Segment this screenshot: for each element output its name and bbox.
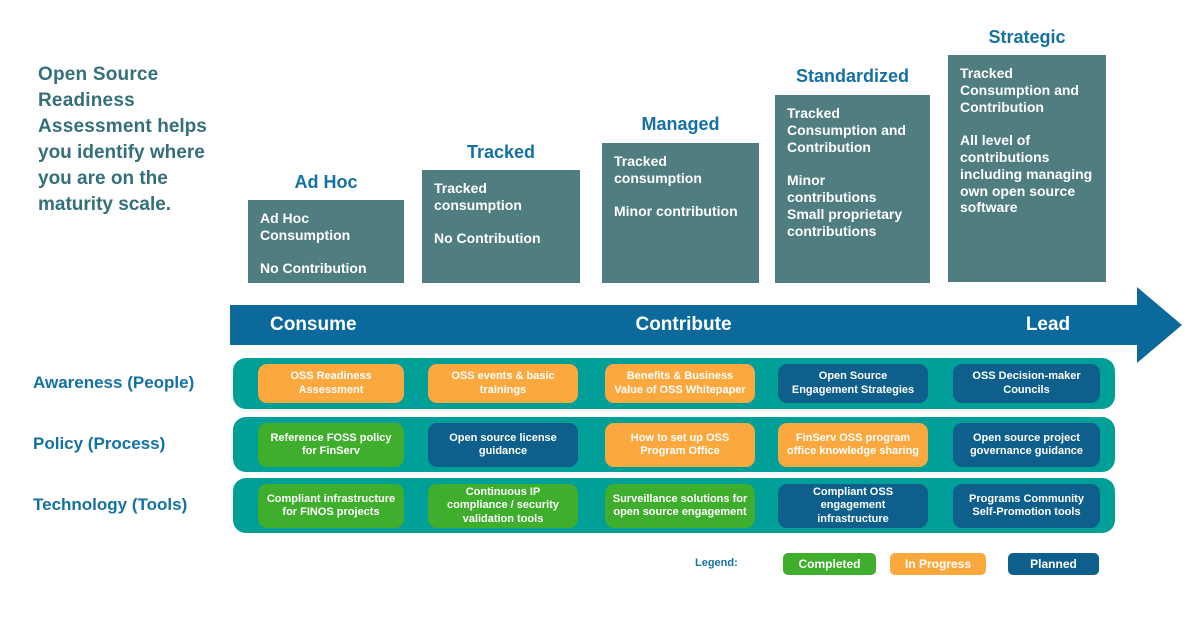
axis-label-lead: Lead xyxy=(1025,314,1071,335)
row-technology: Compliant infrastructure for FINOS proje… xyxy=(233,478,1115,533)
axis-arrowhead-icon xyxy=(1137,287,1182,363)
column-box-standardized: Tracked Consumption and Contribution Min… xyxy=(775,95,930,283)
pill-oss-events-trainings: OSS events & basic trainings xyxy=(428,364,578,403)
legend-in-progress: In Progress xyxy=(890,553,986,575)
axis-label-consume: Consume xyxy=(270,314,357,335)
column-box-managed: Tracked consumption Minor contribution xyxy=(602,143,759,283)
column-header-tracked: Tracked xyxy=(466,142,536,162)
intro-subtitle: helps you identify where you are on the … xyxy=(38,116,207,215)
pill-oss-readiness-assessment: OSS Readiness Assessment xyxy=(258,364,404,403)
pill-license-guidance: Open source license guidance xyxy=(428,423,578,467)
row-label-policy: Policy (Process) xyxy=(33,434,166,453)
row-label-awareness: Awareness (People) xyxy=(33,373,195,392)
legend-planned: Planned xyxy=(1008,553,1099,575)
pill-decision-maker-councils: OSS Decision-maker Councils xyxy=(953,364,1100,403)
axis-label-contribute: Contribute xyxy=(635,314,732,335)
pill-engagement-infrastructure: Compliant OSS engagement infrastructure xyxy=(778,484,928,528)
pill-governance-guidance: Open source project governance guidance xyxy=(953,423,1100,467)
legend-label: Legend: xyxy=(695,557,738,569)
pill-compliant-infrastructure: Compliant infrastructure for FINOS proje… xyxy=(258,484,404,528)
column-header-ad-hoc: Ad Hoc xyxy=(294,172,358,192)
pill-oss-program-office: How to set up OSS Program Office xyxy=(605,423,755,467)
legend-completed: Completed xyxy=(783,553,876,575)
column-header-strategic: Strategic xyxy=(988,27,1066,47)
column-header-standardized: Standardized xyxy=(795,66,910,86)
row-awareness: OSS Readiness Assessment OSS events & ba… xyxy=(233,358,1115,409)
column-box-tracked: Tracked consumption No Contribution xyxy=(422,170,580,283)
row-policy: Reference FOSS policy for FinServ Open s… xyxy=(233,417,1115,472)
row-label-technology: Technology (Tools) xyxy=(33,495,188,514)
pill-self-promotion-tools: Programs Community Self-Promotion tools xyxy=(953,484,1100,528)
pill-knowledge-sharing: FinServ OSS program office knowledge sha… xyxy=(778,423,928,467)
pill-surveillance-solutions: Surveillance solutions for open source e… xyxy=(605,484,755,528)
intro-title: Open Source Readiness Assessment xyxy=(38,64,159,137)
pill-engagement-strategies: Open Source Engagement Strategies xyxy=(778,364,928,403)
intro-text: Open Source Readiness Assessment helps y… xyxy=(38,62,210,218)
maturity-axis-bar: Consume Contribute Lead xyxy=(230,305,1137,345)
column-header-managed: Managed xyxy=(641,114,720,134)
pill-benefits-whitepaper: Benefits & Business Value of OSS Whitepa… xyxy=(605,364,755,403)
pill-reference-foss-policy: Reference FOSS policy for FinServ xyxy=(258,423,404,467)
pill-ip-compliance-tools: Continuous IP compliance / security vali… xyxy=(428,484,578,528)
column-box-ad-hoc: Ad Hoc Consumption No Contribution xyxy=(248,200,404,283)
column-box-strategic: Tracked Consumption and Contribution All… xyxy=(948,55,1106,282)
